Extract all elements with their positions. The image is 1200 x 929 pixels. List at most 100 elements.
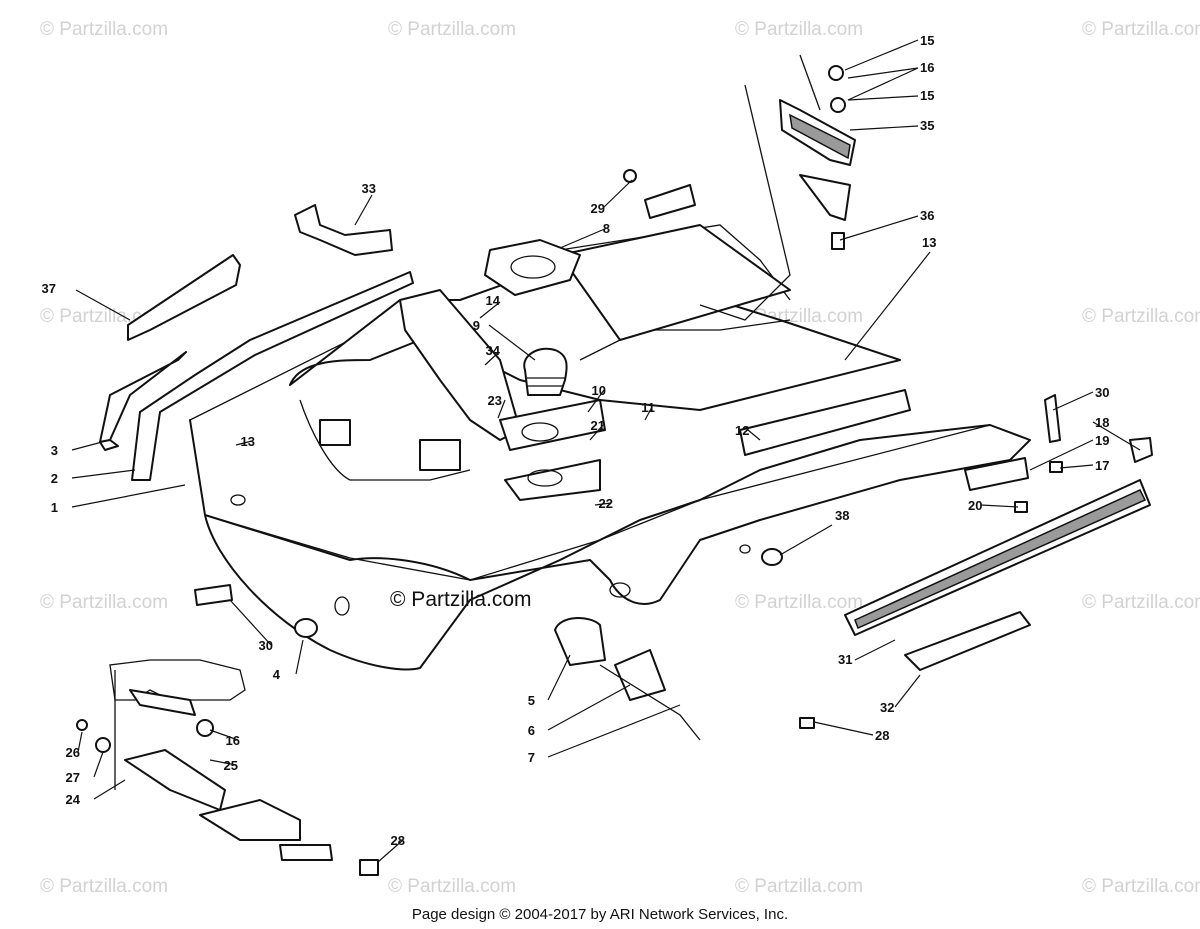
callout-number: 27 [66, 770, 80, 785]
leader-line [894, 674, 921, 708]
callout-number: 24 [66, 792, 81, 807]
leader-line [847, 95, 919, 101]
leader-line [847, 67, 919, 101]
leader-line [980, 504, 1019, 508]
leader-line [93, 751, 104, 778]
leader-line [844, 251, 931, 361]
callout-number: 31 [838, 652, 852, 667]
callout-number: 30 [259, 638, 273, 653]
watermark-text: © Partzilla.com [735, 19, 863, 40]
watermark-text: © Partzilla.com [735, 592, 863, 613]
callout-number: 36 [920, 208, 934, 223]
callout-number: 13 [241, 434, 255, 449]
left-trim-parts [99, 254, 414, 481]
watermark-layer: © Partzilla.com © Partzilla.com © Partzill… [40, 19, 1200, 897]
leader-line [1092, 421, 1141, 451]
leader-line [559, 227, 608, 249]
callout-number: 33 [362, 181, 376, 196]
callout-number: 5 [528, 693, 535, 708]
callout-number: 16 [226, 733, 240, 748]
lower-left-parts [76, 659, 379, 876]
watermark-text: © Partzilla.com [388, 876, 516, 897]
leader-line [497, 399, 506, 419]
callout-number: 15 [920, 33, 934, 48]
leader-line [77, 731, 83, 753]
center-lower-parts [194, 394, 1153, 741]
leader-line [377, 839, 404, 863]
watermark-text: © Partzilla.com [1082, 19, 1200, 40]
leader-line [209, 729, 239, 741]
bracket-parts [294, 54, 856, 321]
leader-line [209, 759, 237, 766]
callout-number: 6 [528, 723, 535, 738]
callout-number: 28 [875, 728, 889, 743]
callout-number: 28 [391, 833, 405, 848]
leader-line [1029, 439, 1094, 471]
leader-line [547, 654, 571, 701]
leader-line [747, 429, 761, 441]
callout-number: 16 [920, 60, 934, 75]
leader-line [235, 440, 253, 446]
watermark-text: © Partzilla.com [735, 876, 863, 897]
leader-line [779, 524, 833, 556]
callout-number: 38 [835, 508, 849, 523]
leader-line [602, 179, 633, 209]
callout-number: 35 [920, 118, 934, 133]
leader-line [854, 639, 896, 661]
leader-line [71, 484, 186, 508]
callout-number: 4 [273, 667, 281, 682]
leader-line [844, 39, 919, 71]
right-rail-parts [739, 389, 1151, 671]
callout-number: 37 [42, 281, 56, 296]
callout-number: 13 [922, 235, 936, 250]
callout-number: 19 [1095, 433, 1109, 448]
leader-line [644, 406, 653, 421]
callout-number: 2 [51, 471, 58, 486]
callout-number: 25 [224, 758, 238, 773]
leader-line [75, 289, 131, 321]
leader-lines [71, 39, 1141, 863]
leader-line [93, 779, 126, 800]
leader-line [839, 215, 919, 241]
callout-number: 21 [591, 418, 605, 433]
leader-line [295, 639, 304, 675]
leader-line [1059, 464, 1094, 469]
page-footer: Page design © 2004-2017 by ARI Network S… [412, 906, 788, 923]
callout-labels: 1234567891011121313141515161617181920212… [42, 33, 1110, 848]
callout-number: 26 [66, 745, 80, 760]
callout-number: 7 [528, 750, 535, 765]
callout-number: 34 [486, 343, 501, 358]
leader-line [594, 502, 612, 506]
leader-line [587, 389, 605, 413]
watermark-text: © Partzilla.com [1082, 592, 1200, 613]
callout-number: 9 [473, 318, 480, 333]
callout-number: 23 [488, 393, 502, 408]
watermark-text: © Partzilla.com [40, 19, 168, 40]
leader-line [479, 301, 501, 319]
callout-number: 3 [51, 443, 58, 458]
callout-number: 1 [51, 500, 58, 515]
callout-number: 30 [1095, 385, 1109, 400]
center-watermark: © Partzilla.com [390, 588, 532, 611]
leader-line [354, 194, 373, 226]
watermark-text: © Partzilla.com [40, 592, 168, 613]
leader-line [547, 704, 681, 758]
callout-number: 8 [603, 221, 610, 236]
leader-line [71, 469, 136, 479]
watermark-text: © Partzilla.com [40, 876, 168, 897]
callout-number: 32 [880, 700, 894, 715]
leader-line [71, 441, 103, 451]
callout-number: 10 [592, 383, 606, 398]
callout-number: 12 [735, 423, 749, 438]
leader-line [813, 721, 874, 736]
watermark-text: © Partzilla.com [388, 19, 516, 40]
callout-number: 22 [599, 496, 613, 511]
leader-line [589, 424, 604, 441]
leader-line [547, 684, 631, 731]
leader-line [1052, 391, 1094, 411]
callout-number: 14 [486, 293, 501, 308]
belly-pan-drawing [189, 224, 1031, 671]
callout-number: 18 [1095, 415, 1109, 430]
callout-number: 15 [920, 88, 934, 103]
